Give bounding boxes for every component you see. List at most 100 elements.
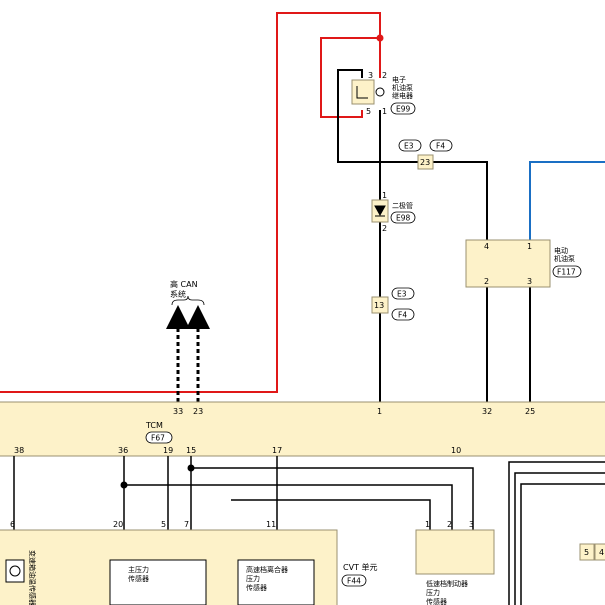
tcm-pin-36: 36	[118, 446, 128, 455]
connector-13-tag-e3-pill	[391, 287, 415, 300]
connector-13-tag-f4: F4	[398, 311, 407, 320]
diode-pin-1: 1	[382, 191, 387, 200]
tcm-tag: F67	[151, 434, 165, 443]
tcm-pin-19: 19	[163, 446, 173, 455]
cvt-pin-11: 11	[266, 520, 276, 529]
cvt-unit-f44: 6 20 5 7 11 CVT 单元 F44 变速箱油温传感器 主压力 传感器 …	[0, 520, 378, 605]
relay-pin-3: 3	[368, 71, 373, 80]
red-wire-circuit	[0, 12, 381, 393]
high-clutch-sensor-line3: 传感器	[246, 583, 267, 592]
relay-tag: E99	[396, 105, 411, 114]
relay-pin-1: 1	[382, 107, 387, 116]
cvt-pin-7: 7	[184, 520, 189, 529]
relay-tag-pill	[390, 102, 416, 115]
low-brake-sensor-box	[415, 529, 495, 575]
tcm-pin-10: 10	[451, 446, 461, 455]
high-clutch-sensor-line1: 高速档离合器	[246, 565, 288, 574]
thermistor-icon	[9, 565, 21, 577]
primary-sensor-line1: 主压力	[128, 565, 149, 574]
right-connector-pin-5: 5	[584, 548, 589, 557]
connector-23: E3 F4 23	[398, 139, 453, 170]
primary-sensor-line2: 传感器	[128, 574, 149, 583]
oil-pump-name-line2: 机油泵	[554, 254, 575, 263]
black-wires-bottom	[13, 456, 605, 605]
oil-pump-pin-1: 1	[527, 242, 532, 251]
oil-pump-name-line1: 电动	[554, 246, 568, 255]
low-brake-name-line1: 低速档制动器	[426, 579, 468, 588]
connector-23-tag-e3-pill	[398, 139, 422, 152]
oil-pump-f117: 4 1 2 3 电动 机油泵 F117	[465, 239, 582, 288]
low-brake-sensor: 1 2 3 低速档制动器 压力 传感器	[415, 520, 495, 605]
tcm-pin-15: 15	[186, 446, 196, 455]
cvt-pin-5: 5	[161, 520, 166, 529]
can-label-line1: 高 CAN	[170, 279, 198, 289]
cvt-tag-pill	[341, 574, 367, 587]
tcm-pin-23: 23	[193, 407, 203, 416]
oil-pump-tag-pill	[552, 265, 582, 278]
blue-wire	[529, 161, 605, 240]
connector-13-tag-e3: E3	[397, 290, 407, 299]
black-wires-top	[337, 69, 531, 402]
tcm-name: TCM	[145, 421, 163, 430]
relay-name-line3: 继电器	[392, 91, 413, 100]
tcm-pin-25: 25	[525, 407, 535, 416]
junction-dot-124	[120, 481, 128, 489]
tcm-pin-38: 38	[14, 446, 24, 455]
connector-23-tag-e3: E3	[404, 142, 414, 151]
diode-pin-2: 2	[382, 224, 387, 233]
diode-icon	[374, 205, 386, 217]
right-connector-pin-4: 4	[599, 548, 604, 557]
connector-23-tag-f4-pill	[429, 139, 453, 152]
junction-dot-191	[187, 464, 195, 472]
connector-23-tag-f4: F4	[436, 142, 445, 151]
tcm-pin-32: 32	[482, 407, 492, 416]
oil-pump-box	[465, 239, 551, 288]
oil-pump-pin-3: 3	[527, 277, 532, 286]
low-brake-pin-2: 2	[447, 520, 452, 529]
low-brake-name-line3: 传感器	[426, 597, 447, 605]
high-clutch-sensor-box	[237, 559, 315, 605]
relay-name-line1: 电子	[392, 75, 406, 84]
connector-13-box	[371, 296, 389, 314]
relay-e99: 3 2 5 1 电子 机油泵 继电器 E99	[351, 71, 416, 116]
diode-tag-pill	[390, 211, 416, 224]
tcm-tag-pill	[145, 431, 173, 444]
tcm-pin-17: 17	[272, 446, 282, 455]
relay-pin-5: 5	[366, 107, 371, 116]
tcm-box	[0, 401, 605, 457]
diode-e98: 1 2 二极管 E98	[371, 191, 416, 233]
right-connector-pin4-box	[594, 543, 605, 561]
oil-pump-pin-4: 4	[484, 242, 489, 251]
connector-13-pin: 13	[374, 301, 384, 310]
primary-pressure-sensor-box	[109, 559, 207, 605]
oil-temp-sensor-label: 变速箱油温传感器	[28, 550, 37, 605]
high-clutch-sensor-line2: 压力	[246, 574, 260, 583]
right-connector: 5 4	[579, 543, 605, 561]
low-brake-name-line2: 压力	[426, 588, 440, 597]
cvt-name: CVT 单元	[343, 562, 378, 572]
connector-23-box	[417, 154, 434, 170]
low-brake-pin-3: 3	[469, 520, 474, 529]
red-junction-dot	[376, 34, 384, 42]
relay-pin-2: 2	[382, 71, 387, 80]
tcm-pin-33: 33	[173, 407, 183, 416]
relay-box	[351, 79, 375, 105]
cvt-pin-20: 20	[113, 520, 123, 529]
diode-name: 二极管	[392, 201, 413, 210]
right-connector-pin5-box	[579, 543, 595, 561]
oil-pump-pin-2: 2	[484, 277, 489, 286]
tcm-pin-1: 1	[377, 407, 382, 416]
tcm-module: 33 23 1 32 25 TCM F67 38 36 19 15 17 10	[0, 401, 605, 457]
oil-pump-tag: F117	[557, 268, 576, 277]
low-brake-pin-1: 1	[425, 520, 430, 529]
cvt-pin-6: 6	[10, 520, 15, 529]
relay-coil-icon	[375, 87, 385, 97]
oil-temp-sensor-box	[5, 559, 25, 583]
diode-tag: E98	[396, 214, 411, 223]
connector-13: 13 E3 F4	[371, 287, 415, 321]
can-label-line2: 系统	[170, 289, 186, 299]
connector-23-pin: 23	[420, 158, 430, 167]
relay-name-line2: 机油泵	[392, 83, 413, 92]
connector-13-tag-f4-pill	[391, 308, 415, 321]
